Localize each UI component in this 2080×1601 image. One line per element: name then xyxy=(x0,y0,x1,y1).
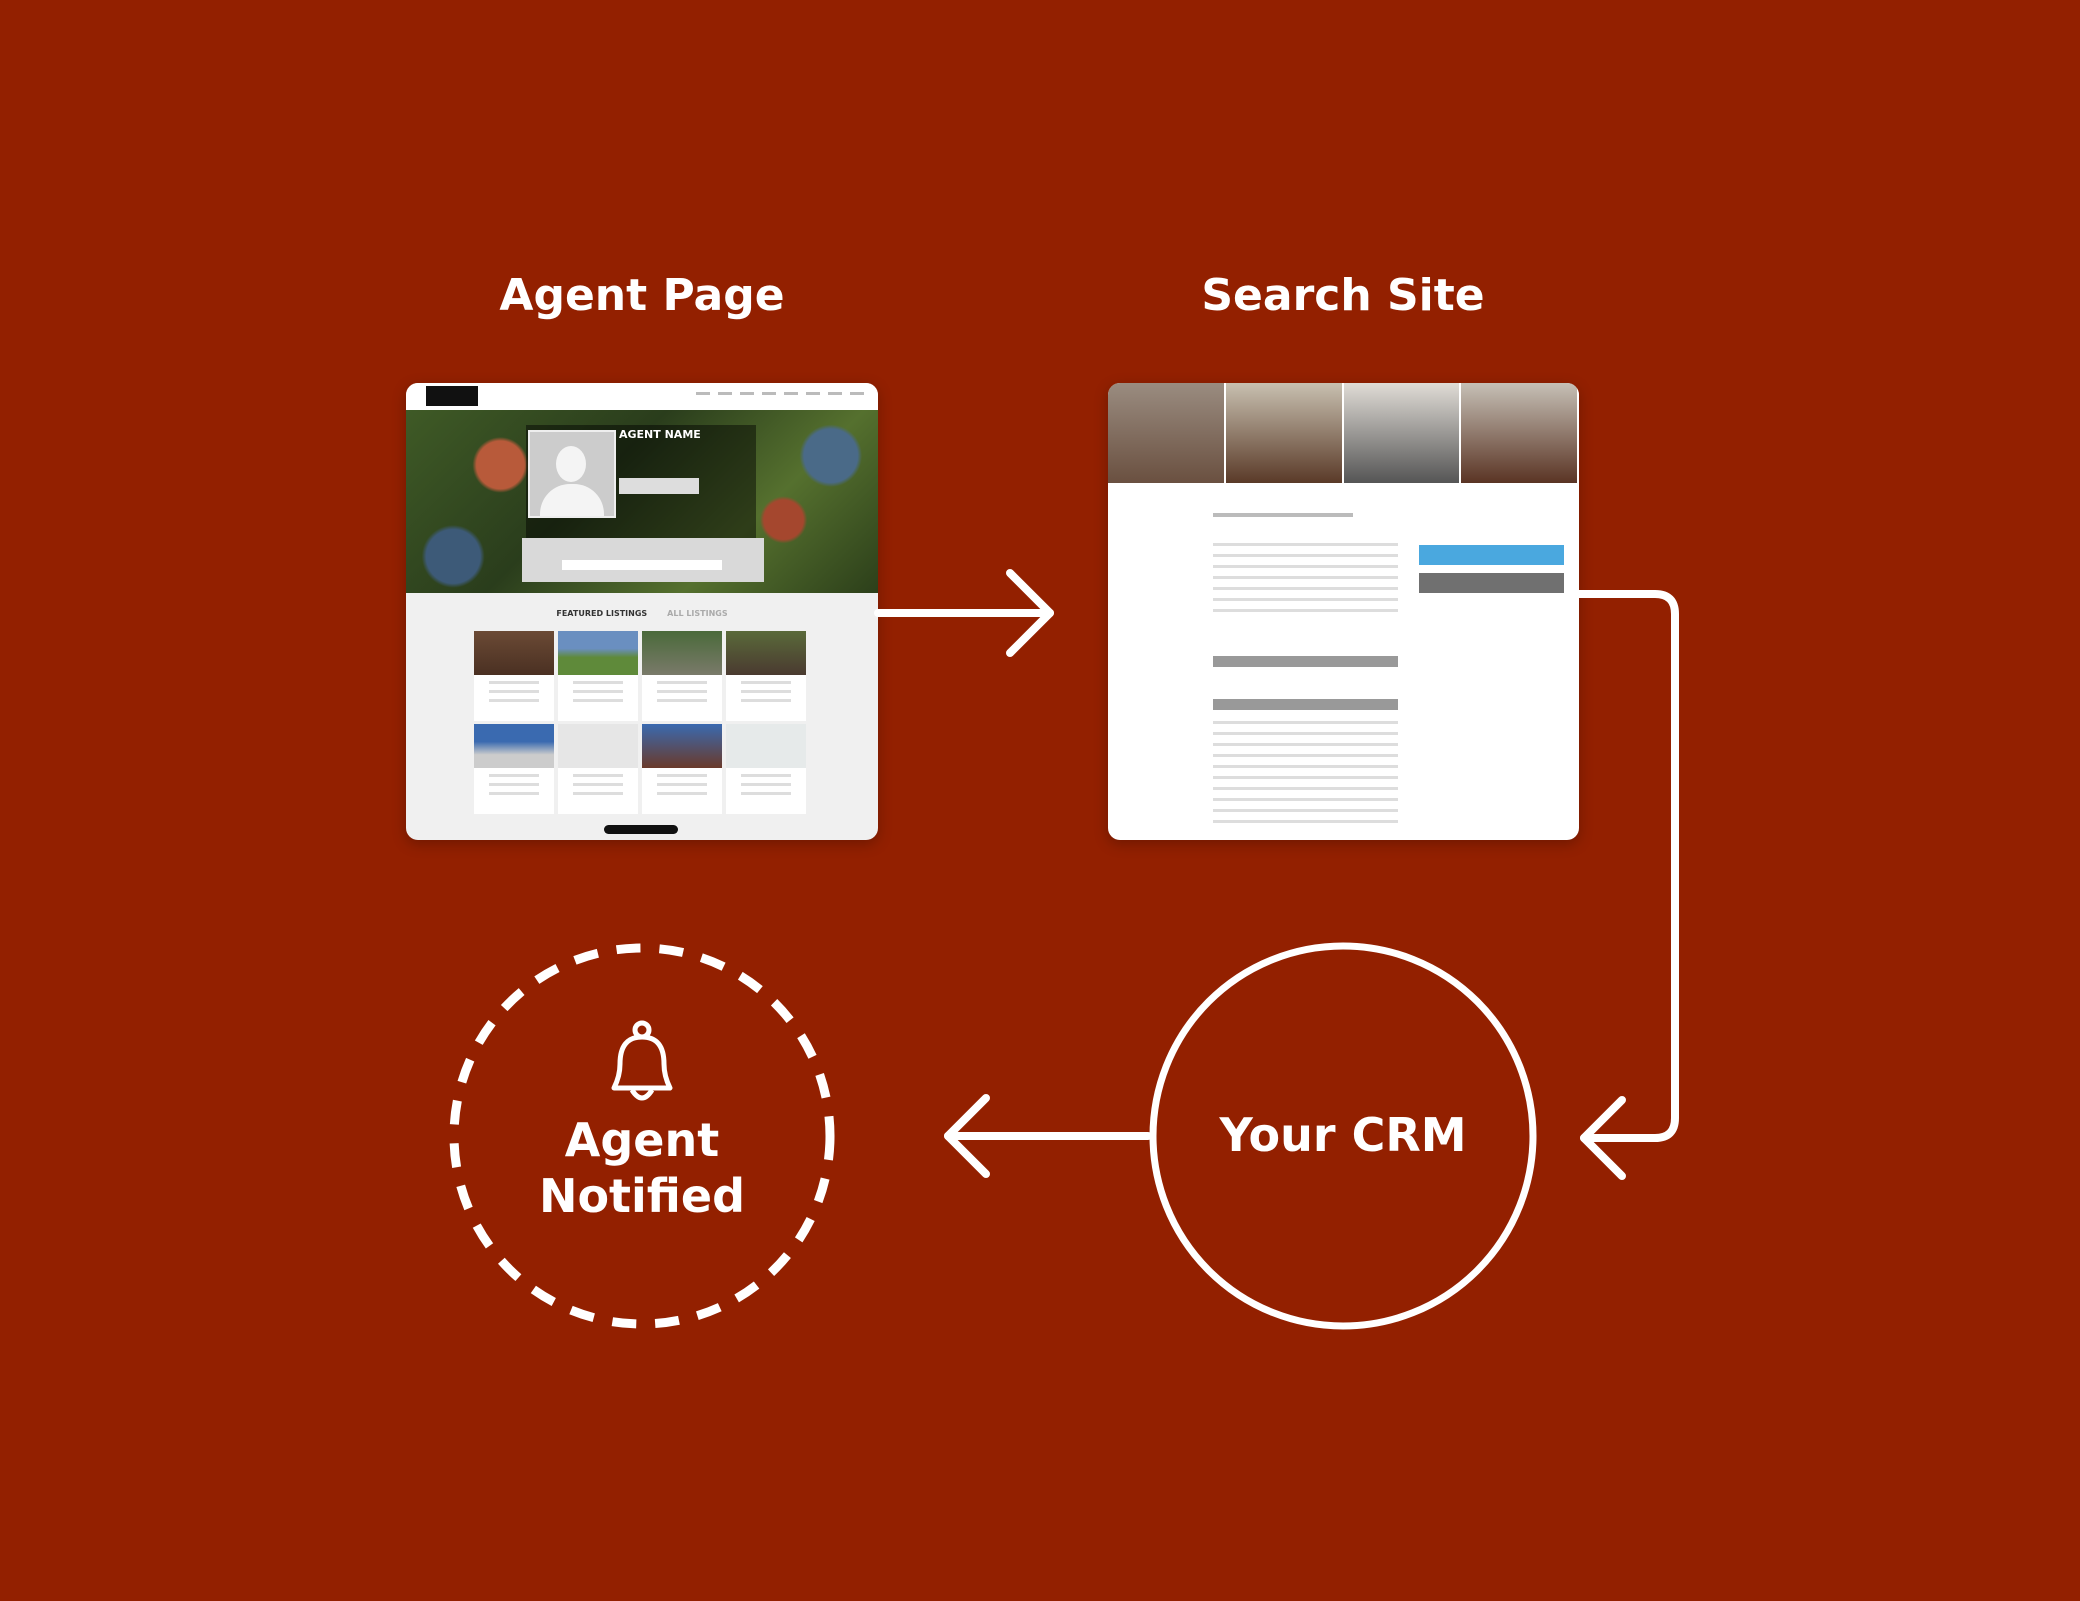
logo xyxy=(426,386,478,406)
search-site-title: Search Site xyxy=(1201,270,1485,321)
listing-address xyxy=(1213,513,1353,517)
crm-label: Your CRM xyxy=(1219,1108,1467,1162)
listing-card xyxy=(642,724,722,814)
tab-all-listings: ALL LISTINGS xyxy=(667,609,728,618)
listing-card xyxy=(642,631,722,721)
listing-card xyxy=(474,724,554,814)
notified-line-1: Agent xyxy=(564,1113,720,1167)
search-site-screenshot xyxy=(1108,383,1579,840)
search-box xyxy=(522,538,764,582)
arrow-agent-to-search xyxy=(874,569,1054,657)
schedule-showing-button xyxy=(1419,573,1564,593)
section-header xyxy=(1213,656,1398,667)
agent-name: AGENT NAME xyxy=(619,428,701,441)
listing-card xyxy=(474,631,554,721)
notified-line-2: Notified xyxy=(538,1169,746,1223)
section-header xyxy=(1213,699,1398,710)
contact-button xyxy=(619,478,699,494)
view-more-button xyxy=(604,825,678,834)
agent-page-screenshot: AGENT NAME FEATURED LISTINGS ALL LISTING… xyxy=(406,383,878,840)
listing-card xyxy=(726,724,806,814)
listing-card xyxy=(726,631,806,721)
avatar xyxy=(528,430,616,518)
nav-links xyxy=(696,392,864,395)
photo-gallery xyxy=(1108,383,1579,483)
arrow-search-to-crm xyxy=(1575,590,1679,1180)
crm-circle xyxy=(1149,942,1537,1330)
tab-featured-listings: FEATURED LISTINGS xyxy=(556,609,648,618)
request-info-button xyxy=(1419,545,1564,565)
features-list xyxy=(1213,721,1398,831)
hero-image: AGENT NAME xyxy=(406,410,878,593)
listing-details xyxy=(1213,543,1398,620)
agent-page-nav xyxy=(406,383,878,410)
notified-dashed-circle xyxy=(449,943,835,1329)
listing-card xyxy=(558,724,638,814)
arrow-crm-to-agent xyxy=(944,1094,1152,1178)
listing-grid xyxy=(474,631,806,814)
bell-icon xyxy=(611,1020,673,1101)
listing-card xyxy=(558,631,638,721)
agent-page-title: Agent Page xyxy=(499,270,785,321)
agent-notified-label: Agent Notified xyxy=(442,1112,842,1224)
